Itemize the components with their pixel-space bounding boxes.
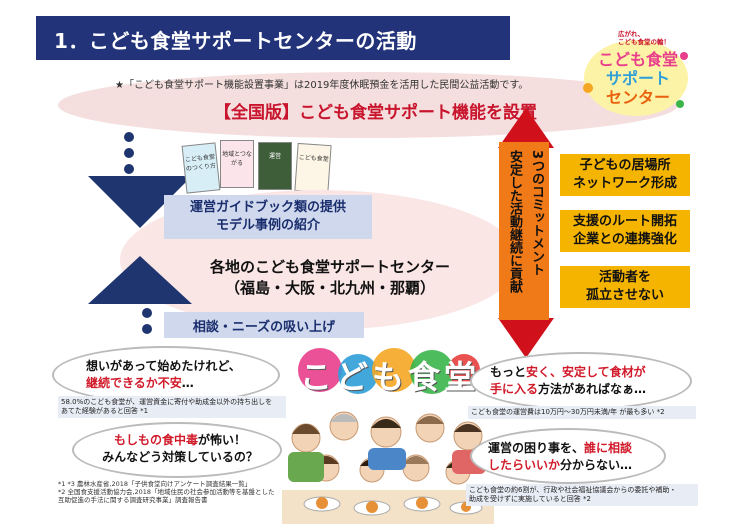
bubble-3-emphasis-2: 手に入る <box>490 382 539 396</box>
center-line-1: 各地のこども食堂サポートセンター <box>209 258 450 276</box>
people-eating-illustration <box>282 404 494 524</box>
banner-main: 【全国版】こども食堂サポート機能を設置 <box>214 103 537 123</box>
bubble-4-text: 運営の困り事を、誰に相談 したらいいか分からない… <box>488 440 632 474</box>
commitment-1-line2: ネットワーク形成 <box>572 176 677 191</box>
commitment-2-line2: 企業との連携強化 <box>573 232 677 247</box>
commitment-item-text: 活動者を 孤立させない <box>560 269 690 305</box>
bubble-4-emphasis-2: したらいいか <box>488 458 561 472</box>
commitment-2-line1: 支援のルート開拓 <box>572 214 677 229</box>
commitment-1-line1: 子どもの居場所 <box>579 158 671 173</box>
banner-note: ★「こども食堂サポート機能設置事業」は2019年度休眠預金を活用した民間公益活動… <box>115 80 529 91</box>
bubble-2-emphasis: もしもの食中毒 <box>113 433 198 447</box>
bubble-1-emphasis: 継続できるか不安 <box>86 376 182 390</box>
commitment-item-text: 子どもの居場所 ネットワーク形成 <box>560 157 690 193</box>
book: 地域とつながる <box>220 140 254 188</box>
up-arrow-icon <box>88 256 192 304</box>
caption-1-line2: あてた経験があると回答 *1 <box>61 407 149 415</box>
bubble-1-rest: … <box>181 376 194 390</box>
banner-ellipse <box>58 72 678 138</box>
footnote-3: 互助促進の手法に関する調査研究事業」調査報告書 <box>58 496 208 504</box>
bubble-3-caption: こども食堂の運営費は10万円～30万円未満/年 が最も多い *2 <box>468 406 696 419</box>
speech-bubble <box>470 428 666 484</box>
caption-4-line2: 助成を受けずに実施していると回答 *2 <box>469 495 591 503</box>
commitment-3-line2: 孤立させない <box>585 288 664 303</box>
commitment-subtitle: 安定した活動継続に貢献 <box>507 150 522 293</box>
guide-line-1: 運営ガイドブック類の提供 <box>189 200 346 215</box>
consult-text: 相談・ニーズの吸い上げ <box>192 320 336 335</box>
mascot-big-1: こども食堂 <box>597 50 678 69</box>
connector-dot <box>124 164 134 174</box>
book: こども食堂 <box>294 142 332 194</box>
mascot-logo: 広がれ、 こども食堂の輪！ こども食堂 サポート センター <box>576 26 696 122</box>
logo-text: こども食堂 <box>300 358 481 396</box>
mascot-big-3: センター <box>605 88 670 107</box>
bubble-1-line1: 想いがあって始めたけれど、 <box>86 359 241 373</box>
mascot-big-2: サポート <box>605 69 670 88</box>
mascot-small-2: こども食堂の輪！ <box>618 38 670 46</box>
bubble-3-rest: 方法があればなぁ… <box>538 382 647 396</box>
caption-1-line1: 58.0%のこども食堂が、運営資金に寄付や助成金以外の持ち出しを <box>61 398 273 406</box>
commitment-box <box>499 142 549 320</box>
consult-box <box>164 312 364 338</box>
title-bar <box>36 16 510 60</box>
kodomo-shokudo-logo: こども食堂 <box>292 340 482 402</box>
bubble-2-line2: みんなどう対策しているの？ <box>102 450 258 464</box>
speech-bubble <box>72 422 282 478</box>
mascot-small-1: 広がれ、 <box>618 30 645 38</box>
book: こども食堂のつくり方 <box>181 142 221 194</box>
bubble-4-caption: こども食堂の約6割が、行政や社会福祉協議会からの委託や補助・ 助成を受けずに実施… <box>466 484 698 506</box>
guide-line-2: モデル事例の紹介 <box>215 218 320 233</box>
footnote-2: *2 全国食支援活動協力会,2018「地域住民の社会参加活動等を基盤とした <box>58 488 275 496</box>
center-line-2: （福島・大阪・北九州・那覇） <box>224 279 435 297</box>
commitment-item <box>560 266 690 308</box>
bubble-4-emphasis: 誰に相談 <box>584 441 633 455</box>
book: 運営 <box>258 142 292 190</box>
commitment-item <box>560 210 690 252</box>
bubble-4-rest: 分からない… <box>560 458 633 472</box>
bubble-3-text: もっと安く、安定して食材が 手に入る方法があればなぁ… <box>490 364 646 398</box>
page-title: 1．こども食堂サポートセンターの活動 <box>54 29 417 53</box>
guide-box <box>164 195 372 239</box>
guide-text: 運営ガイドブック類の提供 モデル事例の紹介 <box>164 199 372 235</box>
bubble-1-text: 想いがあって始めたけれど、 継続できるか不安… <box>86 358 241 392</box>
commitment-3-line1: 活動者を <box>598 270 651 285</box>
connector-dot <box>124 148 134 158</box>
footnote-1: *1 *3 農林水産省,2018「子供食堂向けアンケート調査結果一覧」 <box>58 480 252 488</box>
commitment-item <box>560 154 690 196</box>
bubble-1-caption: 58.0%のこども食堂が、運営資金に寄付や助成金以外の持ち出しを あてた経験があ… <box>58 396 286 418</box>
guidebooks-image: こども食堂のつくり方 地域とつながる 運営 こども食堂 <box>181 140 344 196</box>
bubble-2-text: もしもの食中毒が怖い！ みんなどう対策しているの？ <box>90 432 270 466</box>
connector-dot <box>124 132 134 142</box>
caption-4-line1: こども食堂の約6割が、行政や社会福祉協議会からの委託や補助・ <box>469 486 677 494</box>
commitment-item-text: 支援のルート開拓 企業との連携強化 <box>560 213 690 249</box>
connector-dot <box>142 308 152 318</box>
bubble-3-pre: もっと <box>490 365 527 379</box>
people-illustration-icon <box>282 411 494 524</box>
logo-letters-icon <box>298 348 480 394</box>
connector-dot <box>142 324 152 334</box>
center-title: 各地のこども食堂サポートセンター （福島・大阪・北九州・那覇） <box>180 257 480 299</box>
bubble-4-pre: 運営の困り事を、 <box>488 441 585 455</box>
footnotes: *1 *3 農林水産省,2018「子供食堂向けアンケート調査結果一覧」 *2 全… <box>58 480 275 504</box>
bubble-3-emphasis: 安く、安定して食材が <box>526 365 646 379</box>
mascot-badge-icon <box>583 40 688 116</box>
commitment-title: 3つのコミットメント <box>529 150 544 277</box>
bubble-2-rest: が怖い！ <box>198 433 247 447</box>
